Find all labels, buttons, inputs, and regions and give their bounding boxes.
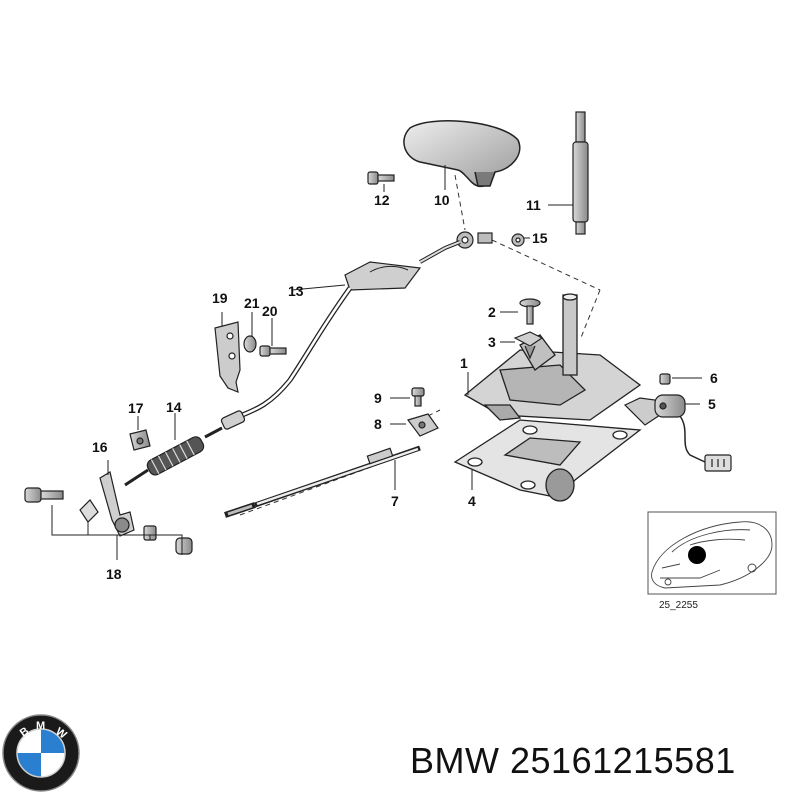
switch-wire xyxy=(679,415,706,463)
shift-knob xyxy=(403,120,521,188)
callout-11: 11 xyxy=(526,197,541,213)
callout-17: 17 xyxy=(128,400,144,416)
part-title: BMW 25161215581 xyxy=(410,740,795,782)
callout-5: 5 xyxy=(708,396,716,412)
callout-3: 3 xyxy=(488,334,496,350)
callout-6: 6 xyxy=(710,370,718,386)
cable-end-assembly xyxy=(456,231,525,249)
inset-caption: 25_2255 xyxy=(659,600,698,611)
clamp-bolt xyxy=(411,387,425,407)
washer-and-bolt xyxy=(243,335,287,357)
callout-9: 9 xyxy=(374,390,382,406)
cable-clamp xyxy=(407,413,439,437)
position-switch xyxy=(623,373,686,426)
mounting-bracket xyxy=(214,321,241,393)
bmw-logo: B M W xyxy=(2,714,80,792)
location-marker xyxy=(688,546,706,564)
callout-20: 20 xyxy=(262,303,278,319)
part-number: 25161215581 xyxy=(510,740,736,781)
callout-19: 19 xyxy=(212,290,228,306)
lever-hardware xyxy=(24,487,193,555)
knob-bolt xyxy=(367,171,395,185)
shift-rod xyxy=(224,445,421,518)
callout-14: 14 xyxy=(166,399,182,415)
callout-8: 8 xyxy=(374,416,382,432)
car-location-inset: 25_2255 xyxy=(647,511,777,611)
svg-text:M: M xyxy=(36,720,45,732)
housing-clip xyxy=(513,331,544,360)
base-gasket xyxy=(453,419,642,502)
callout-13: 13 xyxy=(288,283,304,299)
callout-7: 7 xyxy=(391,493,399,509)
callout-2: 2 xyxy=(488,304,496,320)
callout-1: 1 xyxy=(460,355,468,371)
callout-15: 15 xyxy=(532,230,548,246)
selector-lever xyxy=(99,471,135,537)
callout-18: 18 xyxy=(106,566,122,582)
selector-cable xyxy=(234,240,461,421)
callout-21: 21 xyxy=(244,295,260,311)
cable-sleeve xyxy=(124,410,246,487)
callout-4: 4 xyxy=(468,493,476,509)
callout-10: 10 xyxy=(434,192,450,208)
wire-connector xyxy=(704,454,732,472)
selector-rod xyxy=(572,111,589,235)
callout-12: 12 xyxy=(374,192,390,208)
callout-labels: 1 2 3 4 5 6 7 8 9 10 11 12 13 14 15 16 1… xyxy=(92,192,718,582)
lever-nut xyxy=(129,429,151,451)
brand-name: BMW xyxy=(410,740,500,781)
housing-screw xyxy=(519,298,541,325)
callout-16: 16 xyxy=(92,439,108,455)
shift-housing xyxy=(463,293,642,421)
